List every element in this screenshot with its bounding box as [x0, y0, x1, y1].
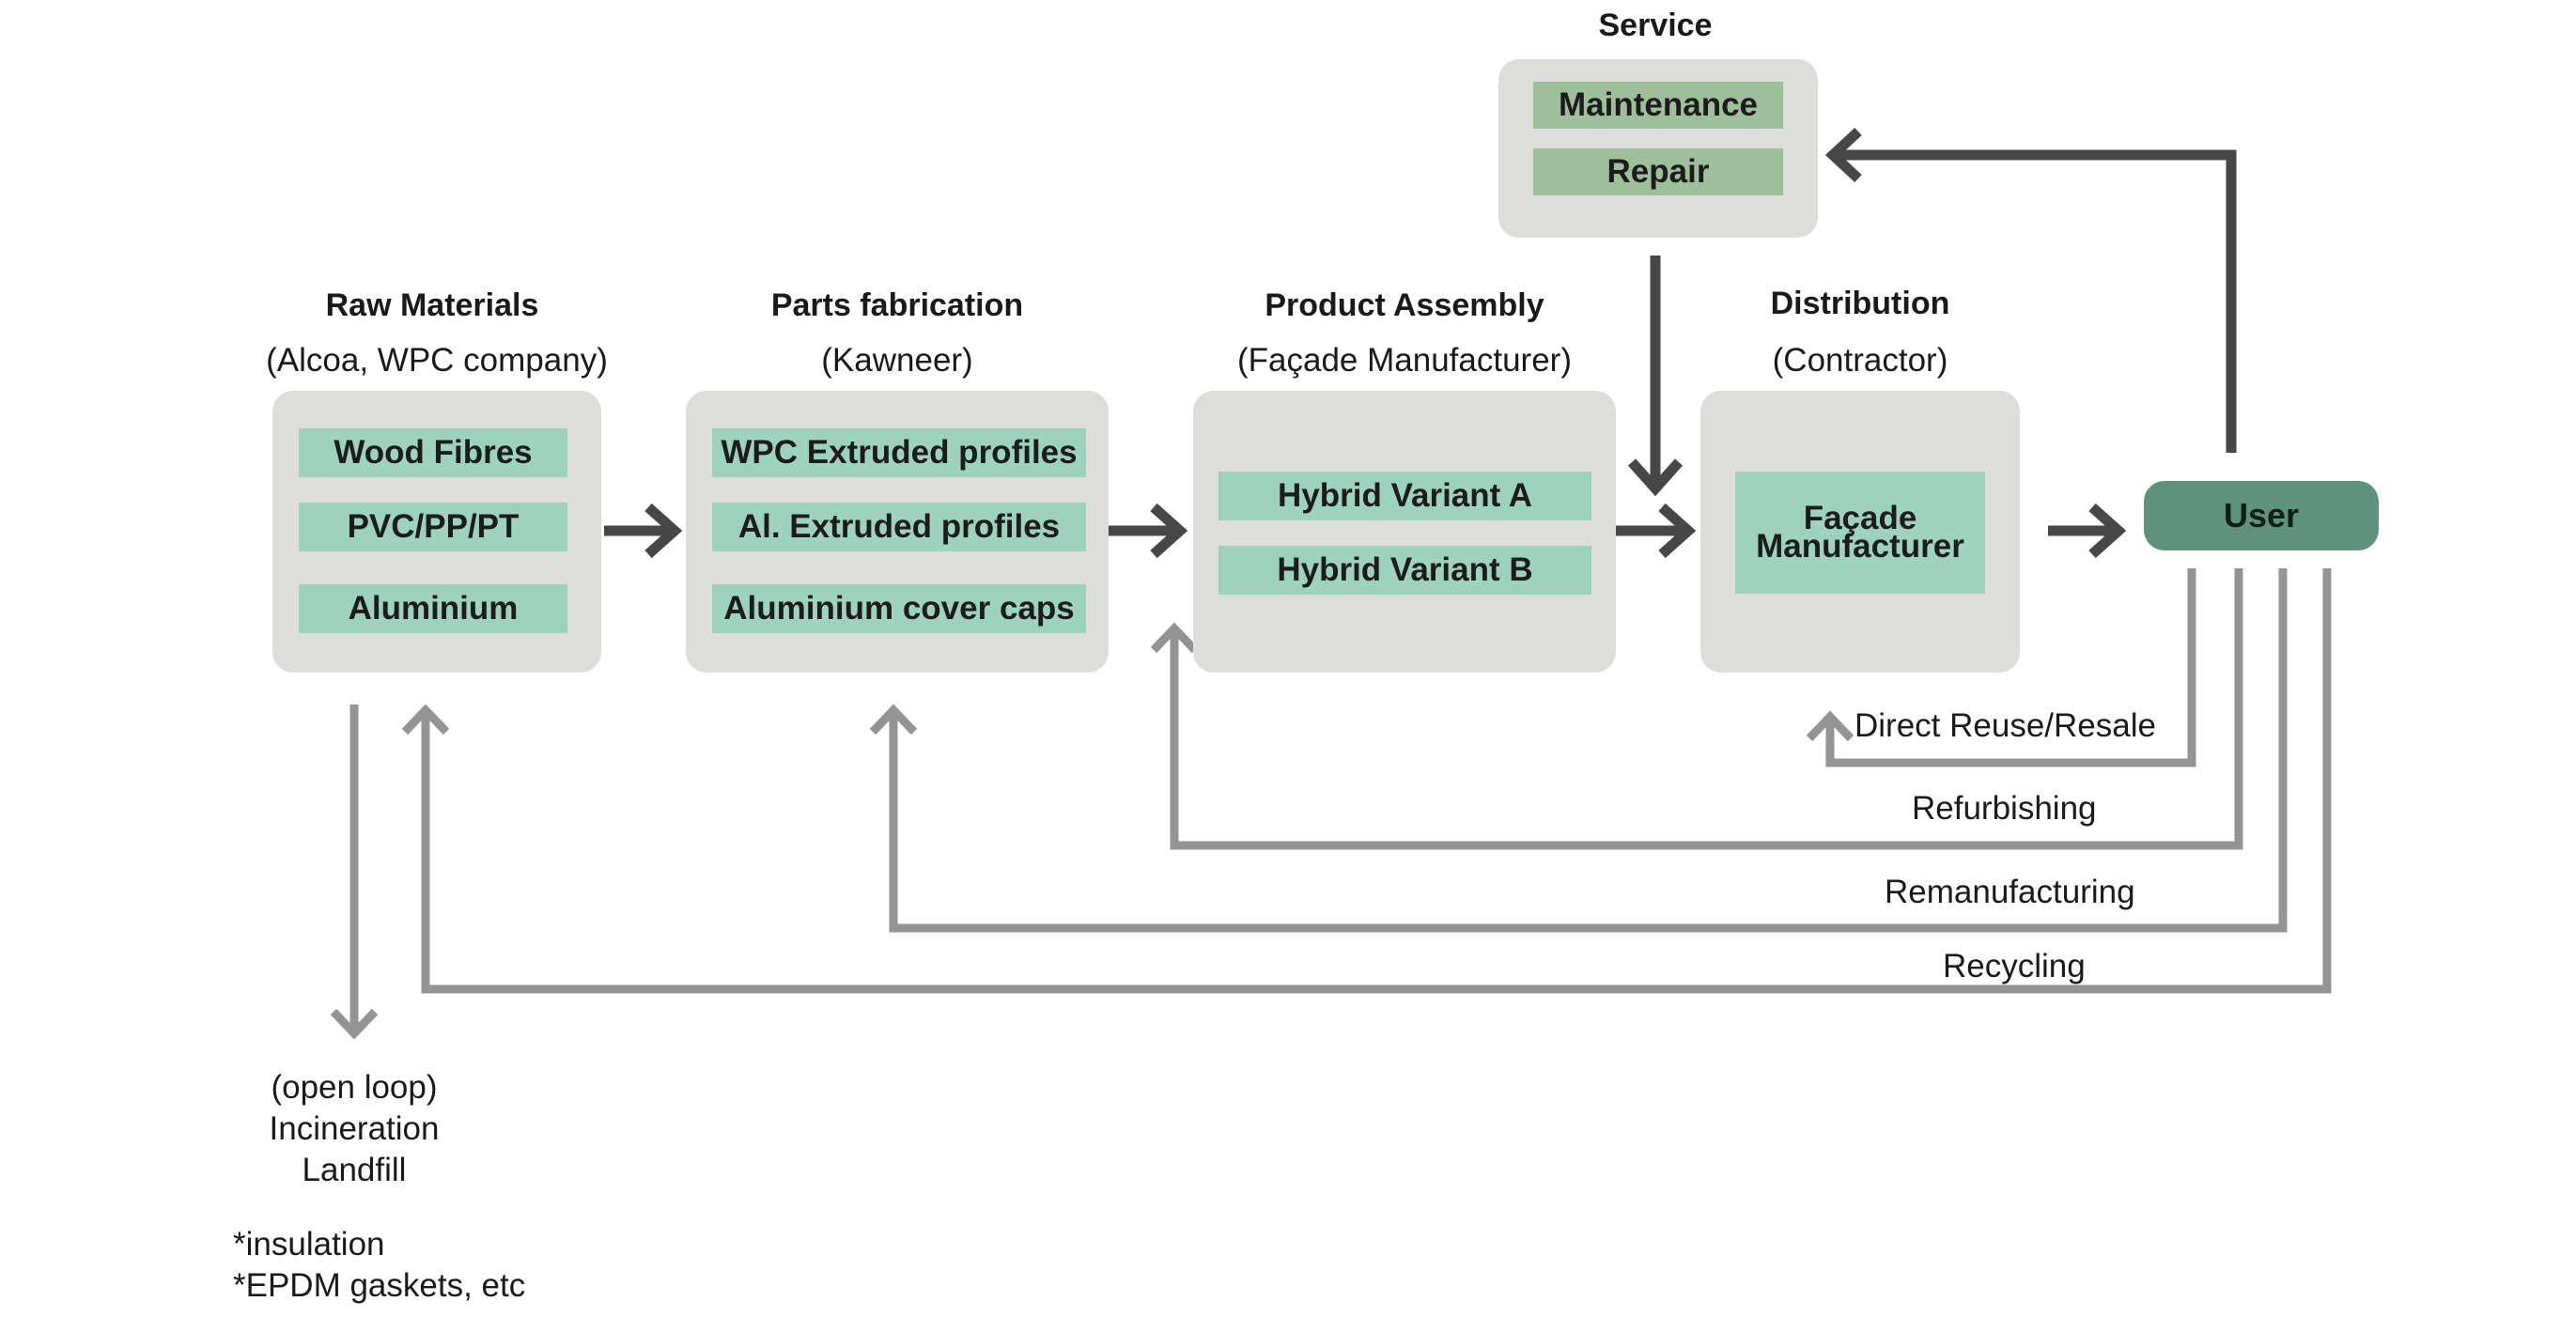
- item-wood-fibres: Wood Fibres: [299, 428, 567, 477]
- stage-raw-materials-title: Raw Materials: [325, 287, 539, 323]
- arrow-parts-to-assembly: [1109, 503, 1188, 559]
- arrow-assembly-to-distribution: [1616, 503, 1697, 559]
- loop-label-recycling: Recycling: [1943, 948, 2086, 984]
- user-node: User: [2144, 481, 2379, 550]
- open-loop-line: (open loop): [271, 1069, 438, 1106]
- stage-raw-materials-subtitle: (Alcoa, WPC company): [266, 342, 608, 379]
- loop-refurbishing-arrow: [1150, 568, 2243, 850]
- stage-distribution-panel: Façade Manufacturer: [1700, 391, 2020, 673]
- footnote: *insulation: [233, 1226, 385, 1263]
- item-repair: Repair: [1533, 148, 1783, 195]
- footnote: *EPDM gaskets, etc: [233, 1267, 526, 1304]
- item-al-extruded-profiles: Al. Extruded profiles: [712, 503, 1086, 551]
- loop-direct-reuse-arrow: [1806, 568, 2196, 767]
- service-title: Service: [1598, 8, 1713, 43]
- open-loop-arrow: [330, 705, 379, 1040]
- loop-label-refurbishing: Refurbishing: [1912, 790, 2097, 827]
- item-wpc-extruded-profiles: WPC Extruded profiles: [712, 428, 1086, 477]
- open-loop-line: Incineration: [269, 1110, 440, 1147]
- stage-product-assembly-subtitle: (Façade Manufacturer): [1237, 342, 1572, 379]
- loop-label-direct-reuse: Direct Reuse/Resale: [1854, 707, 2156, 744]
- arrow-distribution-to-user: [2048, 503, 2127, 559]
- loop-recycling-arrow: [401, 568, 2332, 994]
- stage-raw-materials-panel: Wood Fibres PVC/PP/PT Aluminium: [272, 391, 601, 673]
- item-facade-manufacturer: Façade Manufacturer: [1735, 472, 1985, 594]
- item-hybrid-variant-b: Hybrid Variant B: [1218, 546, 1591, 595]
- item-aluminium-cover-caps: Aluminium cover caps: [712, 584, 1086, 633]
- loop-remanufacturing-arrow: [869, 568, 2288, 933]
- stage-parts-fabrication-subtitle: (Kawneer): [821, 342, 973, 379]
- open-loop-text: (open loop) Incineration Landfill: [237, 1067, 472, 1191]
- item-aluminium: Aluminium: [299, 584, 567, 633]
- loop-label-remanufacturing: Remanufacturing: [1885, 874, 2135, 910]
- service-panel: Maintenance Repair: [1498, 59, 1818, 238]
- footnotes: *insulation *EPDM gaskets, etc: [233, 1224, 525, 1307]
- item-hybrid-variant-a: Hybrid Variant A: [1218, 472, 1591, 520]
- stage-parts-fabrication-panel: WPC Extruded profiles Al. Extruded profi…: [686, 391, 1109, 673]
- arrow-raw-to-parts: [604, 503, 683, 559]
- arrow-user-to-service: [1824, 127, 2237, 453]
- arrow-service-to-distribution: [1627, 256, 1684, 497]
- item-maintenance: Maintenance: [1533, 82, 1783, 129]
- stage-distribution-subtitle: (Contractor): [1772, 342, 1948, 379]
- item-pvc-pp-pt: PVC/PP/PT: [299, 503, 567, 551]
- stage-parts-fabrication-title: Parts fabrication: [770, 287, 1024, 323]
- stage-product-assembly-panel: Hybrid Variant A Hybrid Variant B: [1193, 391, 1616, 673]
- open-loop-line: Landfill: [302, 1152, 407, 1188]
- stage-product-assembly-title: Product Assembly: [1265, 287, 1544, 323]
- stage-distribution-title: Distribution: [1770, 286, 1950, 321]
